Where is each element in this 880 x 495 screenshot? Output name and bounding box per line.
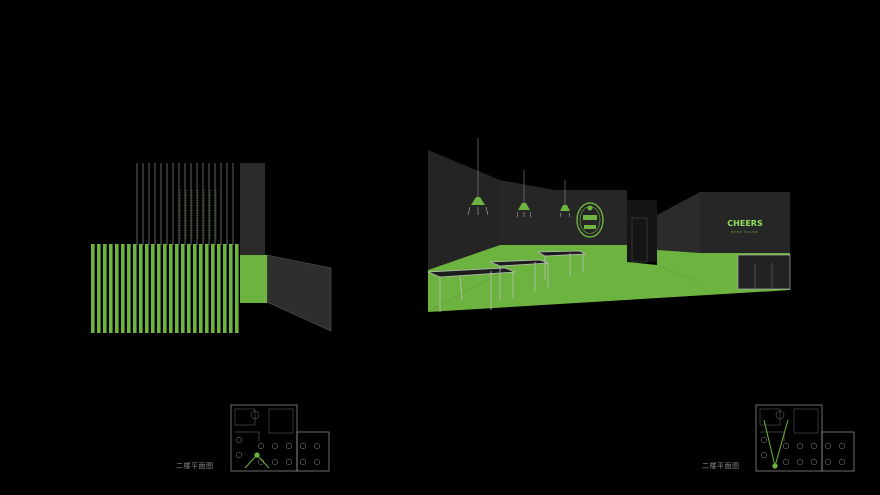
slat (223, 244, 227, 333)
slat (193, 244, 197, 333)
pendant-lamp-icon (516, 170, 532, 218)
slat (229, 244, 233, 333)
green-column-base (657, 250, 700, 283)
plan-caption-right: 二楼平面图 (702, 462, 740, 470)
slat (157, 244, 161, 333)
slat (109, 244, 113, 333)
slat (217, 244, 221, 333)
pendant-lamp-icon (467, 138, 489, 216)
left-side-wall (266, 254, 332, 332)
interior-left-wall (428, 150, 500, 270)
pendant-lamp-icon (559, 180, 571, 218)
slat (121, 244, 125, 333)
tables (427, 250, 587, 312)
left-green-wall (240, 255, 267, 303)
corridor (627, 200, 657, 262)
hanging-rods (136, 163, 234, 245)
interior-back-wall (500, 180, 627, 245)
slat (133, 244, 137, 333)
view-direction-marker-icon (244, 452, 270, 469)
round-badge-logo-icon (576, 202, 604, 238)
bar-counter (737, 254, 791, 290)
slat (139, 244, 143, 333)
green-floor (428, 262, 790, 312)
slat (97, 244, 101, 333)
slat (163, 244, 167, 333)
slat (127, 244, 131, 333)
slat (211, 244, 215, 333)
slat (205, 244, 209, 333)
neon-sub: BEER HOUSE (731, 230, 759, 234)
floor-plan-thumbnail-right (755, 404, 855, 472)
interior-perspective: CHEERS BEER HOUSE (427, 138, 791, 312)
floor-plan-thumbnail-left (230, 404, 330, 472)
door-frame (631, 217, 648, 263)
slat (115, 244, 119, 333)
slat (151, 244, 155, 333)
plan-caption-left: 二楼平面图 (176, 462, 214, 470)
slat (181, 244, 185, 333)
slat (145, 244, 149, 333)
slat (91, 244, 95, 333)
slat (103, 244, 107, 333)
green-wainscot (428, 245, 627, 312)
slat (187, 244, 191, 333)
slat (235, 244, 239, 333)
slat (175, 244, 179, 333)
left-elevation (91, 163, 332, 333)
slat (169, 244, 173, 333)
view-direction-marker-icon (763, 419, 789, 469)
neon-sign: CHEERS (727, 219, 763, 228)
green-slat-screen (91, 244, 239, 333)
slat (199, 244, 203, 333)
